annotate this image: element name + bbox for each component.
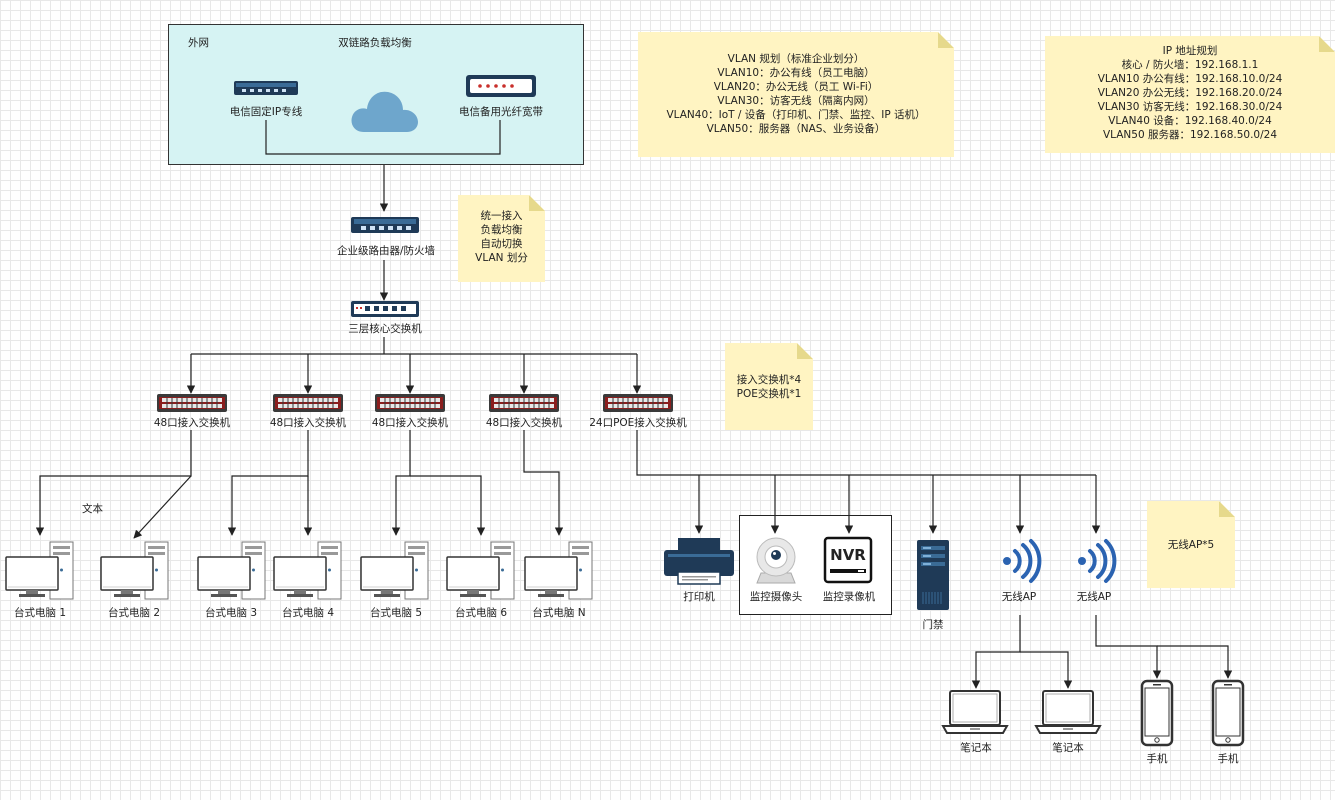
cloud-icon <box>351 91 418 132</box>
wire-sw1-pc2 <box>133 475 192 539</box>
router-note-line: 负载均衡 <box>480 224 523 236</box>
ip-plan-line: VLAN40 设备：192.168.40.0/24 <box>1108 115 1272 127</box>
fixed-ip-line-label: 电信固定IP专线 <box>229 106 303 118</box>
vlan-plan-line: VLAN40：IoT / 设备（打印机、门禁、监控、IP 话机） <box>666 109 926 121</box>
nvr-label: 监控录像机 <box>822 591 876 603</box>
desktop-label: 台式电脑 1 <box>13 607 67 619</box>
ap-note-line: 无线AP*5 <box>1167 539 1215 551</box>
poe-switch-label: 24口POE接入交换机 <box>589 417 687 429</box>
ap2-label: 无线AP <box>1076 591 1112 603</box>
dual-link-title: 双链路负载均衡 <box>338 37 412 49</box>
desktop-label: 台式电脑 4 <box>281 607 335 619</box>
laptop-label: 笔记本 <box>1052 742 1084 754</box>
mobile-phone-icon <box>1211 679 1245 747</box>
access-switch-label: 48口接入交换机 <box>371 417 449 429</box>
external-area-label: 外网 <box>188 37 209 49</box>
desktop-pc-icon <box>100 541 169 600</box>
wire-ap2-phone2 <box>1157 645 1233 679</box>
printer-icon <box>664 538 734 585</box>
wifi-ap-icon <box>1078 539 1117 583</box>
vlan-plan-line: VLAN50：服务器（NAS、业务设备） <box>706 123 886 135</box>
access-switch-label: 48口接入交换机 <box>153 417 231 429</box>
desktop-label: 台式电脑 2 <box>107 607 161 619</box>
laptop-icon <box>941 690 1009 734</box>
wire-sw3-pc6 <box>410 475 486 536</box>
ap1-label: 无线AP <box>1001 591 1037 603</box>
desktop-pc-icon <box>197 541 266 600</box>
vlan-plan-line: VLAN20：办公无线（员工 Wi-Fi） <box>713 81 879 93</box>
wire-core-bus <box>191 337 637 355</box>
router-firewall-icon <box>351 217 419 233</box>
core-switch-icon <box>351 301 419 317</box>
access-switch-icon <box>489 394 559 412</box>
switch-count-note: 接入交换机*4 POE交换机*1 <box>725 343 813 430</box>
desktop-label: 台式电脑 N <box>532 607 586 619</box>
vlan-plan-note: VLAN 规划（标准企业划分） VLAN10：办公有线（员工电脑） VLAN20… <box>638 32 954 157</box>
wire-ap2-phones <box>1095 615 1162 679</box>
ip-plan-line: 核心 / 防火墙：192.168.1.1 <box>1121 59 1259 71</box>
wire-sw1-pc1 <box>35 430 192 536</box>
core-switch-label: 三层核心交换机 <box>348 323 422 335</box>
vlan-plan-line: VLAN 规划（标准企业划分） <box>727 53 865 65</box>
mobile-phone-icon <box>1140 679 1174 747</box>
phone-label: 手机 <box>1217 753 1239 765</box>
wire-poe-bus <box>636 430 1096 476</box>
wire-sw4-pcn <box>523 430 564 536</box>
ip-plan-note: IP 地址规划 核心 / 防火墙：192.168.1.1 VLAN10 办公有线… <box>1045 36 1335 153</box>
printer-label: 打印机 <box>683 591 715 603</box>
ip-plan-line: VLAN50 服务器：192.168.50.0/24 <box>1102 129 1278 141</box>
phone-label: 手机 <box>1146 753 1168 765</box>
router-note-line: 自动切换 <box>480 238 523 250</box>
laptop-icon <box>1034 690 1102 734</box>
access-switch-label: 48口接入交换机 <box>485 417 563 429</box>
access-switch-label: 48口接入交换机 <box>269 417 347 429</box>
wire-sw2-pc3 <box>227 430 309 536</box>
camera-label: 监控摄像头 <box>749 591 803 603</box>
wifi-ap-icon <box>1003 539 1042 583</box>
nvr-icon <box>823 536 873 584</box>
desktop-pc-icon <box>524 541 593 600</box>
access-switch-icon <box>375 394 445 412</box>
poe-switch-icon <box>603 394 673 412</box>
backup-fiber-label: 电信备用光纤宽带 <box>459 106 543 118</box>
door-access-label: 门禁 <box>922 619 944 631</box>
vlan-plan-line: VLAN10：办公有线（员工电脑） <box>717 67 875 79</box>
desktop-pc-icon <box>5 541 74 600</box>
access-switch-icon <box>273 394 343 412</box>
wire-ap1-laptops <box>971 615 1021 689</box>
access-switch-icon <box>157 394 227 412</box>
ip-plan-line: VLAN10 办公有线：192.168.10.0/24 <box>1097 73 1283 85</box>
door-access-server-icon <box>917 540 949 610</box>
ap-count-note: 无线AP*5 <box>1147 501 1235 588</box>
ip-plan-line: VLAN20 办公无线：192.168.20.0/24 <box>1097 87 1283 99</box>
router-note: 统一接入 负载均衡 自动切换 VLAN 划分 <box>458 195 545 282</box>
camera-icon <box>756 537 796 584</box>
fixed-ip-modem-icon <box>234 81 298 95</box>
nvr-badge: NVR <box>830 546 866 564</box>
ip-plan-line: VLAN30 访客无线：192.168.30.0/24 <box>1097 101 1283 113</box>
switch-note-line: 接入交换机*4 <box>736 374 802 386</box>
desktop-label: 台式电脑 3 <box>204 607 258 619</box>
switch-note-line: POE交换机*1 <box>736 388 802 400</box>
desktop-pc-icon <box>273 541 342 600</box>
vlan-plan-line: VLAN30：访客无线（隔离内网） <box>717 95 875 107</box>
free-text: 文本 <box>82 503 103 515</box>
laptop-label: 笔记本 <box>960 742 992 754</box>
wire-uplink-a <box>265 120 501 155</box>
desktop-pc-icon <box>360 541 429 600</box>
router-label: 企业级路由器/防火墙 <box>336 245 436 257</box>
router-note-line: 统一接入 <box>480 210 523 222</box>
fiber-router-icon <box>466 75 536 97</box>
wire-ap1-laptop2 <box>1020 651 1073 689</box>
desktop-label: 台式电脑 5 <box>369 607 423 619</box>
wire-sw3-pc5 <box>391 430 411 536</box>
desktop-label: 台式电脑 6 <box>454 607 508 619</box>
router-note-line: VLAN 划分 <box>475 252 528 264</box>
desktop-pc-icon <box>446 541 515 600</box>
ip-plan-line: IP 地址规划 <box>1162 45 1218 57</box>
